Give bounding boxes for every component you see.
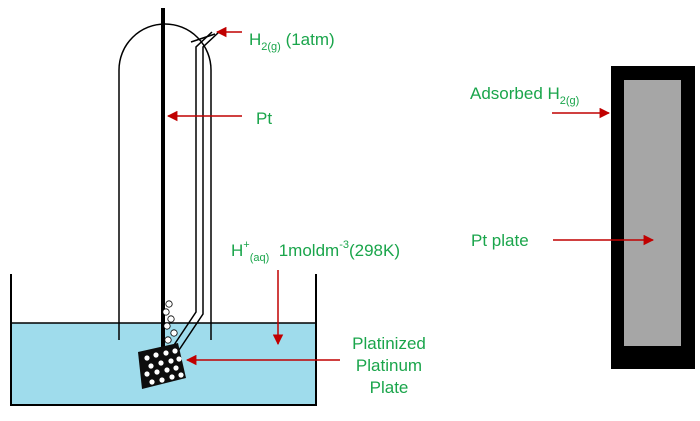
- gas-inlet-tube: [171, 31, 220, 351]
- label-platinized-line-3: Plate: [370, 378, 409, 397]
- label-h2-gas: H2(g) (1atm): [249, 30, 335, 53]
- hydrogen-bubbles: [162, 300, 178, 344]
- label-pt-plate: Pt plate: [471, 231, 529, 250]
- label-platinized-line-1: Platinized: [352, 334, 426, 353]
- pt-plate: [624, 80, 681, 346]
- pt-plate-diagram: [611, 66, 695, 369]
- beaker-outline: [10, 274, 317, 406]
- platinized-platinum-plate: [138, 343, 186, 389]
- label-h-ion: H+(aq) 1moldm-3(298K): [231, 239, 400, 264]
- label-platinized: Platinized Platinum Plate: [352, 334, 426, 397]
- label-platinized-line-2: Platinum: [356, 356, 422, 375]
- label-adsorbed: Adsorbed H2(g): [470, 84, 579, 107]
- label-pt: Pt: [256, 109, 272, 128]
